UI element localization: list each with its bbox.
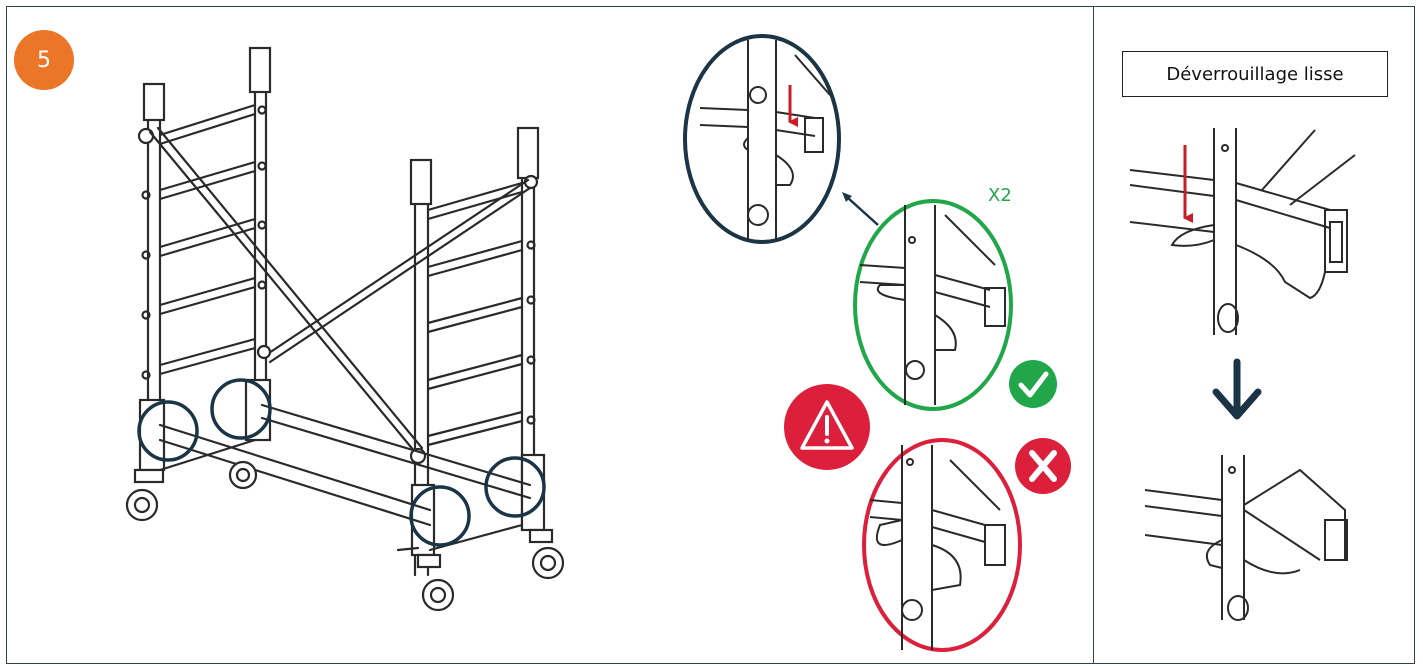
zoom-detail [683,34,841,244]
side-panel-title-text: Déverrouillage lisse [1166,63,1344,85]
multiplier-label: X2 [988,185,1012,206]
highlight-circle-3 [409,485,471,547]
caster-wheels [125,460,565,612]
warning-icon [784,384,870,470]
left-frame [137,46,272,472]
highlight-circle-4 [484,456,546,518]
diagonal-braces [148,126,532,465]
cross-icon [1015,438,1071,494]
step-number: 5 [37,47,51,73]
side-panel-top-illustration [1129,128,1356,335]
checkmark-icon [1009,360,1057,408]
highlight-circle-1 [137,400,199,462]
panel-divider [1093,6,1094,664]
zoom-arrow [842,192,879,226]
incorrect-detail [862,438,1022,652]
scaffold-tower [125,46,565,612]
diagram-frame [6,6,1415,664]
side-panel-bottom-illustration [1144,455,1348,621]
side-panel-title: Déverrouillage lisse [1122,51,1388,97]
step-number-badge: 5 [14,30,74,90]
highlight-circles [137,378,546,547]
highlight-circle-2 [210,378,272,440]
correct-detail [853,199,1013,411]
base-frame [138,378,546,557]
down-arrow-icon [1212,358,1262,420]
